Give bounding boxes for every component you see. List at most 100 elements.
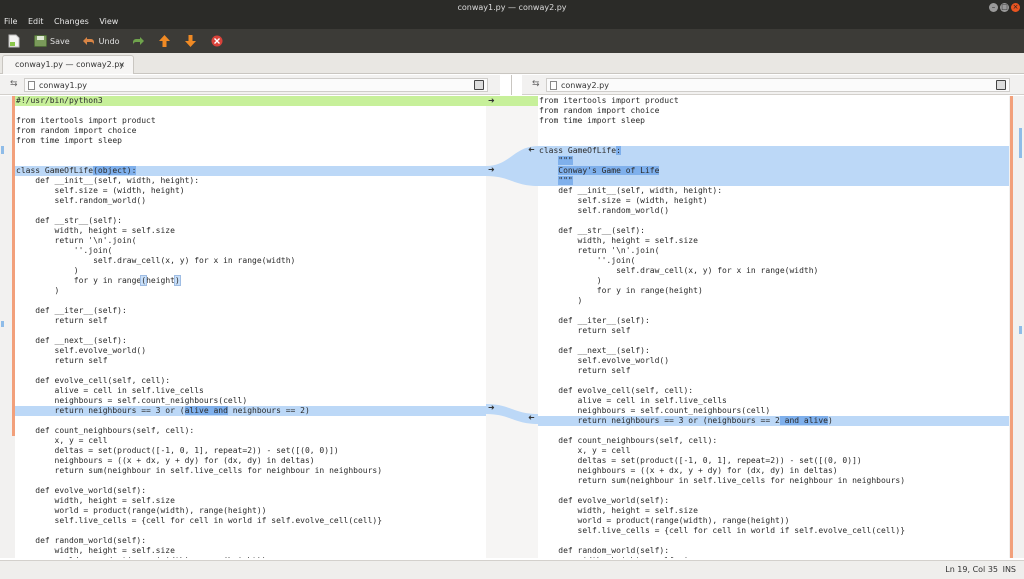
code-line[interactable] <box>15 206 486 216</box>
code-line[interactable] <box>15 296 486 306</box>
code-line[interactable]: from random import choice <box>538 106 1009 116</box>
menu-file[interactable]: File <box>4 17 18 26</box>
code-line[interactable]: ''.join( <box>538 256 1009 266</box>
code-line[interactable]: def __iter__(self): <box>538 316 1009 326</box>
code-line[interactable]: def count_neighbours(self, cell): <box>15 426 486 436</box>
push-right-icon[interactable]: ➜ <box>488 165 495 174</box>
code-line[interactable]: from itertools import product <box>15 116 486 126</box>
code-line[interactable]: neighbours = self.count_neighbours(cell) <box>15 396 486 406</box>
code-line[interactable]: self.size = (width, height) <box>538 196 1009 206</box>
code-line[interactable]: world = product(range(width), range(heig… <box>15 556 486 558</box>
code-line[interactable]: return self <box>15 316 486 326</box>
code-line[interactable]: width, height = self.size <box>15 546 486 556</box>
swap-panes-icon[interactable]: ⇆ <box>10 79 18 89</box>
menu-view[interactable]: View <box>99 17 119 26</box>
code-line[interactable]: self.evolve_world() <box>538 356 1009 366</box>
code-line[interactable]: ) <box>15 286 486 296</box>
code-line[interactable] <box>15 416 486 426</box>
code-line[interactable] <box>538 536 1009 546</box>
next-change-button[interactable] <box>181 31 201 51</box>
code-line[interactable]: #!/usr/bin/python3 <box>15 96 486 106</box>
code-line[interactable]: neighbours = self.count_neighbours(cell) <box>538 406 1009 416</box>
new-comparison-button[interactable] <box>4 31 24 51</box>
code-line[interactable] <box>538 336 1009 346</box>
code-line[interactable] <box>538 306 1009 316</box>
close-window-icon[interactable]: × <box>1011 3 1020 12</box>
tab-close-icon[interactable]: × <box>118 60 125 69</box>
code-line[interactable]: self.random_world() <box>15 196 486 206</box>
code-line[interactable] <box>15 156 486 166</box>
code-line[interactable]: def __str__(self): <box>15 216 486 226</box>
stop-button[interactable] <box>207 31 227 51</box>
open-folder-icon[interactable] <box>474 80 484 90</box>
code-line[interactable]: self.live_cells = {cell for cell in worl… <box>538 526 1009 536</box>
code-line[interactable]: return self <box>538 366 1009 376</box>
code-line[interactable]: alive = cell in self.live_cells <box>538 396 1009 406</box>
code-line[interactable]: self.random_world() <box>538 206 1009 216</box>
code-line[interactable]: def __init__(self, width, height): <box>15 176 486 186</box>
code-line[interactable]: ) <box>538 296 1009 306</box>
code-line[interactable]: self.draw_cell(x, y) for x in range(widt… <box>15 256 486 266</box>
code-line[interactable]: class GameOfLife(object): <box>15 166 486 176</box>
code-line[interactable] <box>538 136 1009 146</box>
previous-change-button[interactable] <box>155 31 175 51</box>
code-line[interactable]: neighbours = ((x + dx, y + dy) for (dx, … <box>538 466 1009 476</box>
code-line[interactable]: def count_neighbours(self, cell): <box>538 436 1009 446</box>
push-right-icon[interactable]: ➜ <box>488 403 495 412</box>
code-line[interactable]: from random import choice <box>15 126 486 136</box>
code-line[interactable]: return self <box>15 356 486 366</box>
code-line[interactable] <box>15 106 486 116</box>
code-line[interactable]: deltas = set(product([-1, 0, 1], repeat=… <box>15 446 486 456</box>
left-chunk-map[interactable] <box>0 96 15 558</box>
code-line[interactable]: return self <box>538 326 1009 336</box>
left-file-chooser[interactable]: conway1.py <box>24 78 488 92</box>
code-line[interactable]: """ <box>538 176 1009 186</box>
code-line[interactable]: def __next__(self): <box>538 346 1009 356</box>
code-line[interactable]: def __next__(self): <box>15 336 486 346</box>
menu-edit[interactable]: Edit <box>27 17 44 26</box>
redo-button[interactable] <box>129 31 149 51</box>
code-line[interactable]: world = product(range(width), range(heig… <box>15 506 486 516</box>
menu-changes[interactable]: Changes <box>53 17 89 26</box>
code-line[interactable]: for y in range(height) <box>15 275 486 286</box>
code-line[interactable]: ''.join( <box>15 246 486 256</box>
code-line[interactable] <box>15 326 486 336</box>
code-line[interactable]: return '\n'.join( <box>15 236 486 246</box>
code-line[interactable]: world = product(range(width), range(heig… <box>538 516 1009 526</box>
code-line[interactable]: return sum(neighbour in self.live_cells … <box>15 466 486 476</box>
code-line[interactable]: def random_world(self): <box>15 536 486 546</box>
code-line[interactable]: from time import sleep <box>538 116 1009 126</box>
undo-button[interactable]: Undo <box>79 31 123 51</box>
code-line[interactable] <box>15 146 486 156</box>
code-line[interactable]: return neighbours == 3 or (alive and nei… <box>15 406 486 416</box>
tab-comparison[interactable]: conway1.py — conway2.py × <box>2 55 134 74</box>
code-line[interactable]: x, y = cell <box>538 446 1009 456</box>
code-line[interactable]: def evolve_cell(self, cell): <box>538 386 1009 396</box>
push-right-icon[interactable]: ➜ <box>488 96 495 105</box>
code-line[interactable]: ) <box>538 276 1009 286</box>
code-line[interactable]: width, height = self.size <box>538 506 1009 516</box>
code-line[interactable]: ) <box>15 266 486 276</box>
code-line[interactable] <box>15 476 486 486</box>
insert-mode[interactable]: INS <box>1002 565 1016 574</box>
code-line[interactable]: width, height = self.size <box>538 556 1009 558</box>
left-editor-pane[interactable]: #!/usr/bin/python3 from itertools import … <box>15 96 486 558</box>
code-line[interactable]: width, height = self.size <box>15 226 486 236</box>
code-line[interactable]: self.evolve_world() <box>15 346 486 356</box>
code-line[interactable]: width, height = self.size <box>15 496 486 506</box>
push-left-icon[interactable]: ➜ <box>528 145 535 154</box>
code-line[interactable]: self.size = (width, height) <box>15 186 486 196</box>
code-line[interactable]: """ <box>538 156 1009 166</box>
code-line[interactable]: def evolve_world(self): <box>538 496 1009 506</box>
code-line[interactable]: def __iter__(self): <box>15 306 486 316</box>
code-line[interactable]: self.live_cells = {cell for cell in worl… <box>15 516 486 526</box>
code-line[interactable]: def __str__(self): <box>538 226 1009 236</box>
code-line[interactable]: def evolve_cell(self, cell): <box>15 376 486 386</box>
code-line[interactable]: self.draw_cell(x, y) for x in range(widt… <box>538 266 1009 276</box>
code-line[interactable]: from itertools import product <box>538 96 1009 106</box>
code-line[interactable]: def __init__(self, width, height): <box>538 186 1009 196</box>
code-line[interactable]: def random_world(self): <box>538 546 1009 556</box>
code-line[interactable]: Conway's Game of Life <box>538 166 1009 176</box>
code-line[interactable]: from time import sleep <box>15 136 486 146</box>
